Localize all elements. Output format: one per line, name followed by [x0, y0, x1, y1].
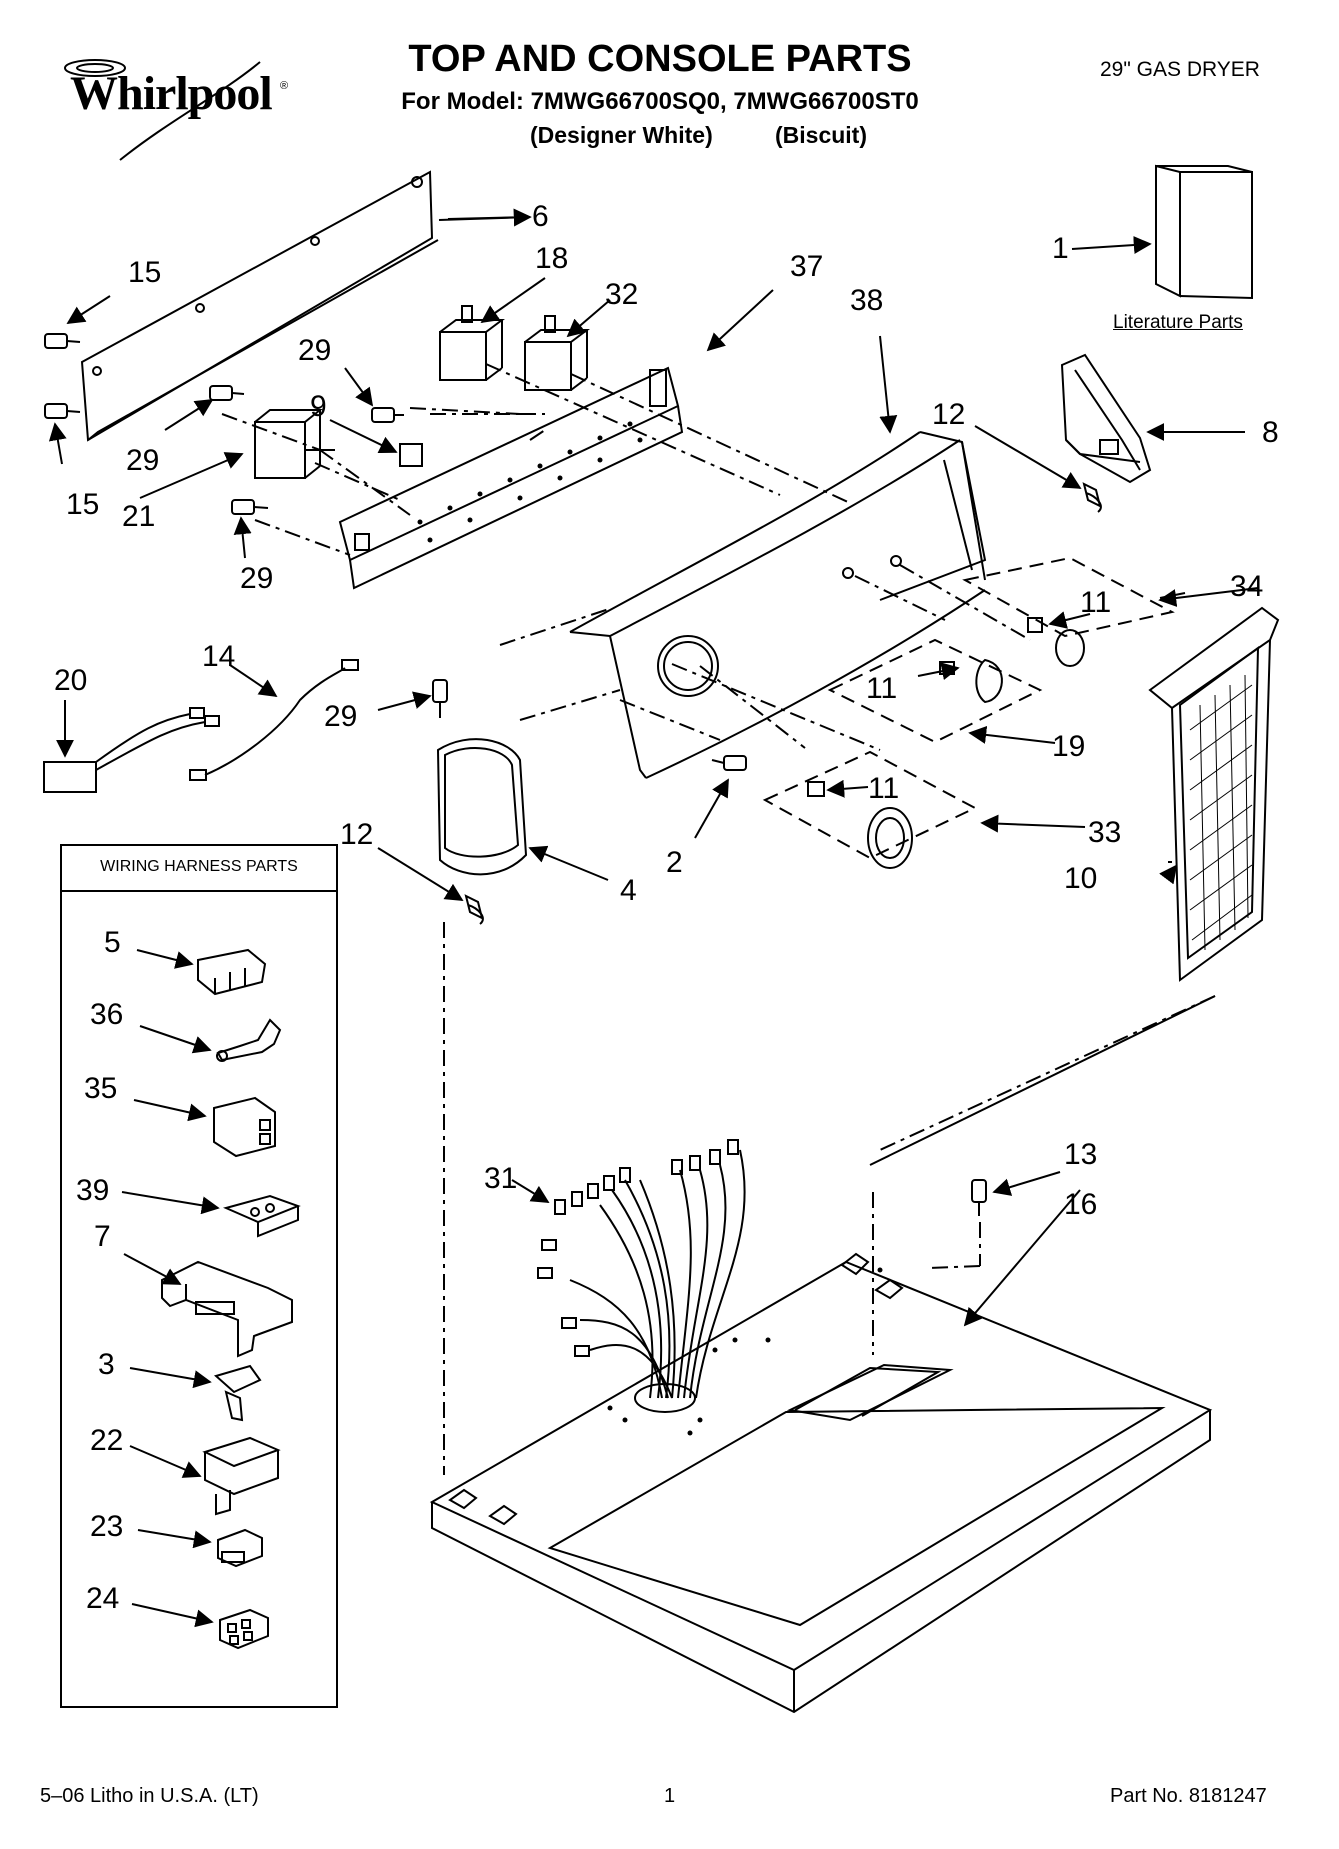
- harness-callout-23: 23: [90, 1510, 124, 1543]
- part-13-screw: [972, 1172, 1060, 1216]
- callout-18: 18: [535, 242, 569, 275]
- harness-callout-7: 7: [94, 1220, 111, 1253]
- footer-litho: 5–06 Litho in U.S.A. (LT): [40, 1785, 259, 1807]
- callout-21: 21: [122, 500, 156, 533]
- part-37-console-panel: [340, 290, 773, 588]
- callout-8: 8: [1262, 416, 1279, 449]
- brand-swirl: [65, 60, 260, 160]
- callout-38: 38: [850, 284, 884, 317]
- callout-11-a: 11: [1080, 586, 1112, 619]
- harness-callout-24: 24: [86, 1582, 120, 1615]
- callout-12-right: 12: [932, 398, 966, 431]
- callout-19: 19: [1052, 730, 1086, 763]
- callout-12-left: 12: [340, 818, 374, 851]
- callout-13: 13: [1064, 1138, 1098, 1171]
- harness-callout-35: 35: [84, 1072, 118, 1105]
- page-title: TOP AND CONSOLE PARTS: [408, 38, 912, 80]
- brand-wordmark: Whirlpool: [70, 67, 273, 120]
- part-19-knob-group: [830, 640, 1055, 743]
- part-4-endcap: [438, 739, 608, 880]
- console-knob-lines: [500, 565, 1030, 750]
- callout-1: 1: [1052, 232, 1069, 265]
- callout-10: 10: [1064, 862, 1098, 895]
- leader-6: [448, 217, 530, 219]
- part-20-harness: [44, 700, 219, 792]
- callout-34: 34: [1230, 570, 1264, 603]
- callout-32: 32: [605, 278, 639, 311]
- part-12-clips: [378, 426, 1101, 1475]
- part-8-bracket: [1062, 355, 1245, 482]
- callout-29-c: 29: [240, 562, 274, 595]
- literature-parts-label: Literature Parts: [1113, 312, 1243, 333]
- callout-37: 37: [790, 250, 824, 283]
- callout-15-bottom: 15: [66, 488, 100, 521]
- part-38-console: [570, 336, 985, 778]
- callout-14: 14: [202, 640, 236, 673]
- callout-15-top: 15: [128, 256, 162, 289]
- callout-11-b: 11: [866, 672, 898, 705]
- part-14-wire: [190, 660, 358, 780]
- assembly-lines: [222, 408, 545, 555]
- callout-6: 6: [532, 200, 549, 233]
- product-type: 29" GAS DRYER: [1100, 58, 1260, 81]
- callout-31: 31: [484, 1162, 518, 1195]
- part-29-screws: [165, 368, 447, 718]
- part-1-literature: [1072, 166, 1252, 298]
- part-9-clip: [330, 420, 422, 466]
- harness-callout-3: 3: [98, 1348, 115, 1381]
- part-32-switch: [525, 300, 850, 503]
- whirlpool-logo: Whirlpool ®: [30, 60, 288, 170]
- variant-designer-white: (Designer White): [530, 122, 713, 148]
- part-10-lint-screen: [870, 608, 1278, 1165]
- callout-29-d: 29: [324, 700, 358, 733]
- part-15-screws: [45, 296, 110, 464]
- wiring-harness-box: [60, 844, 338, 1708]
- footer-page-number: 1: [664, 1785, 676, 1807]
- registered-mark: ®: [280, 80, 289, 92]
- model-line: For Model: 7MWG66700SQ0, 7MWG66700ST0: [401, 88, 919, 115]
- wiring-harness-title-box: [60, 844, 338, 892]
- part-34-knob-group: [965, 558, 1258, 666]
- part-21-timer: [140, 410, 410, 515]
- part-31-wire-bundle: [512, 1140, 745, 1398]
- callout-11-c: 11: [868, 772, 900, 805]
- harness-icons: [122, 950, 298, 1648]
- part-18-switch: [440, 278, 780, 495]
- harness-callout-5: 5: [104, 926, 121, 959]
- callout-9: 9: [310, 390, 327, 423]
- harness-callout-39: 39: [76, 1174, 110, 1207]
- callout-33: 33: [1088, 816, 1122, 849]
- callout-29-b: 29: [126, 444, 160, 477]
- callout-4: 4: [620, 874, 637, 907]
- variant-biscuit: (Biscuit): [775, 122, 867, 148]
- wiring-harness-title: WIRING HARNESS PARTS: [100, 858, 298, 875]
- part-33-knob-group: [765, 752, 1085, 868]
- callout-20: 20: [54, 664, 88, 697]
- callout-29-a: 29: [298, 334, 332, 367]
- harness-callout-36: 36: [90, 998, 124, 1031]
- callout-2: 2: [666, 846, 683, 879]
- footer-part-number: Part No. 8181247: [1110, 1785, 1267, 1807]
- part-2-screw: [695, 756, 746, 838]
- callout-16: 16: [1064, 1188, 1098, 1221]
- harness-callout-22: 22: [90, 1424, 124, 1457]
- part-16-top-panel: [432, 1190, 1210, 1712]
